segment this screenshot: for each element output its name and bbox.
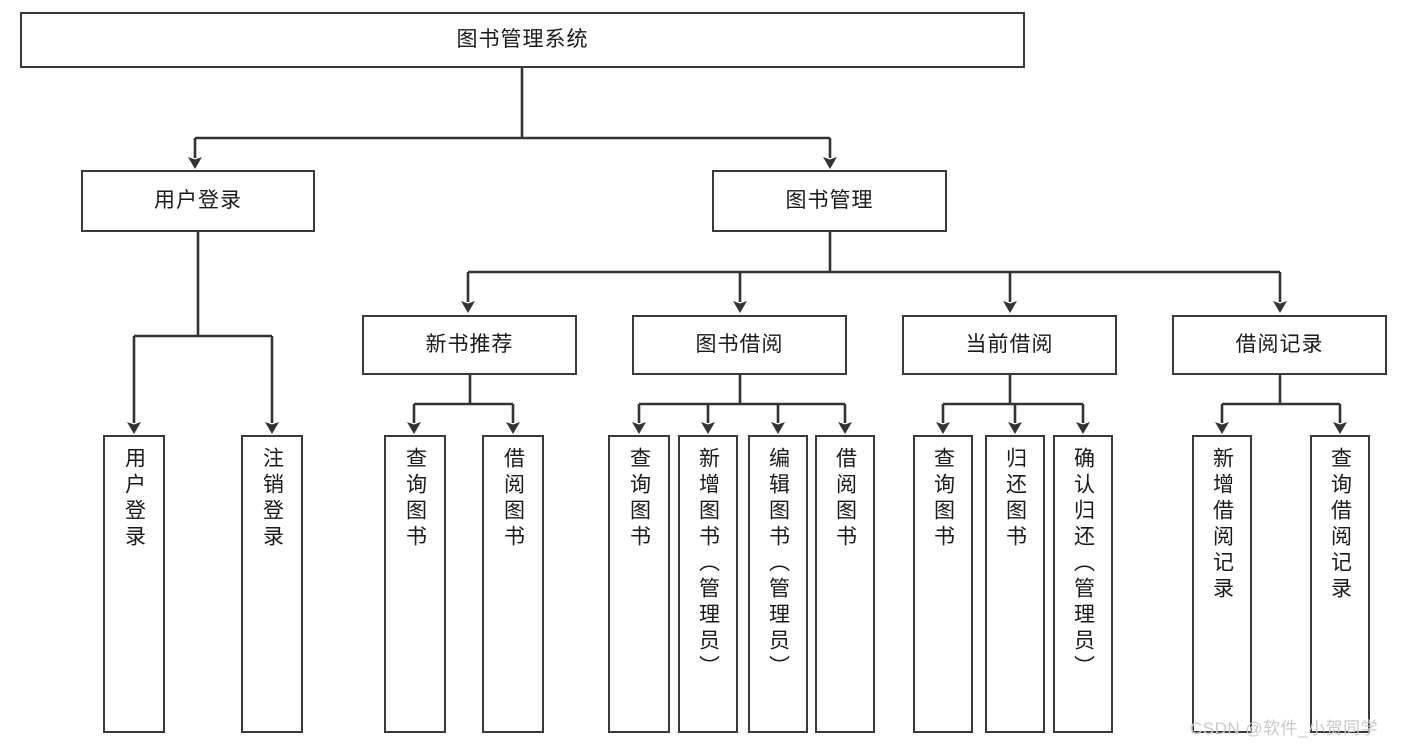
node-leaf-query-book-1-label: 查询图书 — [403, 447, 427, 551]
node-leaf-user-login-label: 用户登录 — [122, 447, 146, 551]
node-leaf-borrow-book-1-label: 借阅图书 — [501, 447, 525, 551]
node-root-label: 图书管理系统 — [456, 27, 589, 51]
node-leaf-query-book-3[interactable]: 查询图书 — [913, 435, 973, 733]
node-leaf-edit-book[interactable]: 编辑图书（管理员） — [748, 435, 808, 733]
node-user-login-label: 用户登录 — [154, 188, 242, 212]
node-leaf-query-book-3-label: 查询图书 — [931, 447, 955, 551]
node-leaf-query-record[interactable]: 查询借阅记录 — [1310, 435, 1370, 733]
node-leaf-add-record-label: 新增借阅记录 — [1210, 447, 1234, 603]
node-leaf-borrow-book-1[interactable]: 借阅图书 — [482, 435, 544, 733]
node-leaf-add-book-label: 新增图书（管理员） — [696, 447, 720, 681]
node-leaf-confirm-return-label: 确认归还（管理员） — [1071, 447, 1095, 681]
node-book-manage[interactable]: 图书管理 — [712, 170, 947, 232]
node-borrow-record-label: 借阅记录 — [1235, 332, 1324, 356]
csdn-watermark: CSDN @软件_小贺同学 — [1190, 719, 1379, 738]
node-leaf-query-book-2-label: 查询图书 — [627, 447, 651, 551]
node-leaf-return-book[interactable]: 归还图书 — [985, 435, 1045, 733]
node-leaf-user-logout-label: 注销登录 — [260, 447, 284, 551]
node-leaf-edit-book-label: 编辑图书（管理员） — [766, 447, 790, 681]
node-new-book-recommend[interactable]: 新书推荐 — [362, 315, 577, 375]
node-borrow-record[interactable]: 借阅记录 — [1172, 315, 1387, 375]
node-leaf-add-record[interactable]: 新增借阅记录 — [1192, 435, 1252, 733]
node-leaf-query-book-2[interactable]: 查询图书 — [608, 435, 670, 733]
node-new-book-recommend-label: 新书推荐 — [425, 332, 514, 356]
node-leaf-add-book[interactable]: 新增图书（管理员） — [678, 435, 738, 733]
node-user-login[interactable]: 用户登录 — [81, 170, 315, 232]
node-leaf-user-logout[interactable]: 注销登录 — [241, 435, 303, 733]
node-leaf-query-book-1[interactable]: 查询图书 — [384, 435, 446, 733]
node-book-borrow[interactable]: 图书借阅 — [632, 315, 847, 375]
node-book-manage-label: 图书管理 — [785, 188, 874, 212]
node-root[interactable]: 图书管理系统 — [20, 12, 1025, 68]
node-leaf-confirm-return[interactable]: 确认归还（管理员） — [1053, 435, 1113, 733]
node-current-borrow[interactable]: 当前借阅 — [902, 315, 1117, 375]
node-book-borrow-label: 图书借阅 — [695, 332, 784, 356]
node-current-borrow-label: 当前借阅 — [965, 332, 1054, 356]
node-leaf-user-login[interactable]: 用户登录 — [103, 435, 165, 733]
node-leaf-borrow-book-2[interactable]: 借阅图书 — [815, 435, 875, 733]
node-leaf-borrow-book-2-label: 借阅图书 — [833, 447, 857, 551]
node-leaf-query-record-label: 查询借阅记录 — [1328, 447, 1352, 603]
node-leaf-return-book-label: 归还图书 — [1003, 447, 1027, 551]
